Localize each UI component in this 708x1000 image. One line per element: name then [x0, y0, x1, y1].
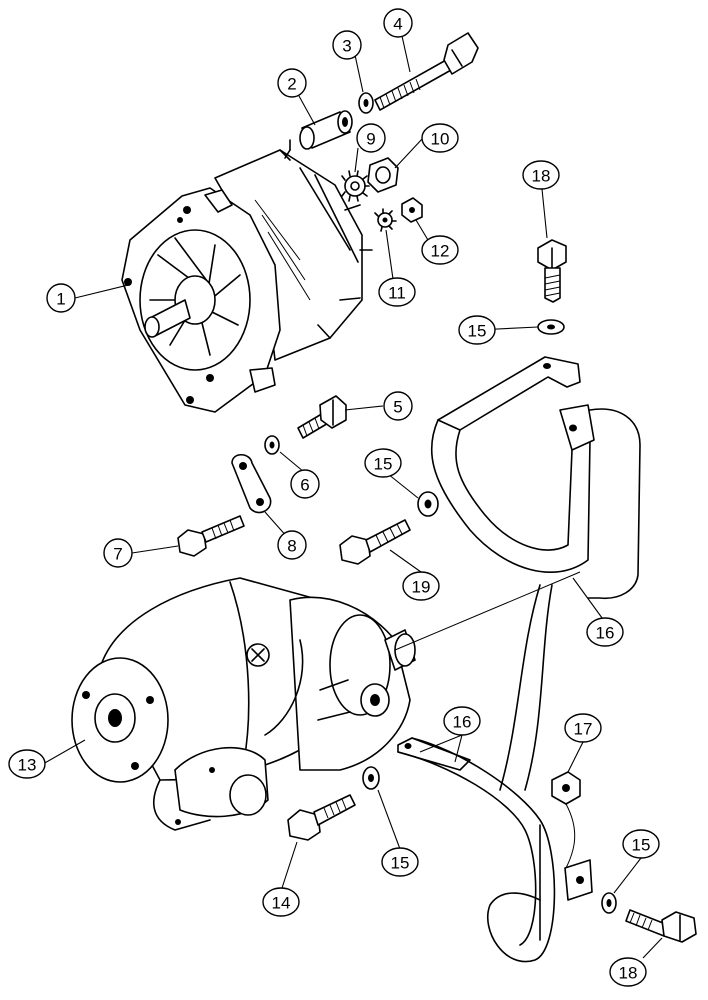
nut-17 [551, 771, 581, 805]
callout-label: 3 [342, 37, 351, 56]
callout-label: 10 [431, 130, 450, 149]
callout-1: 1 [46, 283, 76, 313]
bolt-14 [287, 794, 356, 841]
washer-15-middle [417, 491, 439, 517]
callout-label: 15 [374, 455, 393, 474]
callout-16-upper: 16 [586, 617, 624, 647]
callout-13: 13 [8, 749, 46, 779]
callout-5: 5 [383, 391, 413, 421]
bolt-18-upper [537, 239, 567, 303]
washer-3 [358, 92, 374, 114]
callout-18-lower: 18 [609, 957, 647, 987]
callout-label: 9 [366, 130, 375, 149]
callout-label: 17 [574, 720, 593, 739]
flange-nut-10 [367, 157, 399, 193]
callout-7: 7 [103, 538, 133, 568]
callout-label: 12 [431, 242, 450, 261]
lower-bracket [397, 584, 593, 963]
callout-3: 3 [332, 30, 362, 60]
callout-label: 15 [468, 322, 487, 341]
callout-label: 15 [632, 836, 651, 855]
callout-19: 19 [402, 571, 440, 601]
long-bolt [374, 32, 479, 111]
callout-label: 19 [412, 578, 431, 597]
callout-label: 1 [56, 290, 65, 309]
callout-14: 14 [262, 887, 300, 917]
callout-label: 16 [596, 624, 615, 643]
washer-15-lower-right [601, 892, 617, 914]
callout-label: 14 [272, 894, 291, 913]
bolt-19 [339, 519, 411, 565]
washer-15-upper [537, 319, 565, 335]
link-plate [231, 453, 272, 514]
callout-label: 7 [113, 545, 122, 564]
callout-2: 2 [277, 68, 307, 98]
callout-15-lower-left: 15 [381, 847, 419, 877]
callout-label: 8 [287, 537, 296, 556]
starter-motor [71, 577, 416, 831]
callout-4: 4 [383, 8, 413, 38]
alternator [121, 139, 373, 413]
callout-10: 10 [421, 123, 459, 153]
callout-label: 6 [300, 476, 309, 495]
callout-label: 15 [391, 854, 410, 873]
callout-15-middle: 15 [364, 448, 402, 478]
callout-label: 16 [453, 713, 472, 732]
callout-8: 8 [277, 530, 307, 560]
star-washer-9 [341, 170, 370, 202]
callout-label: 13 [18, 756, 37, 775]
bolt-18-lower [625, 909, 697, 943]
callout-12: 12 [421, 235, 459, 265]
nut-12 [401, 197, 423, 223]
upper-bracket [430, 356, 641, 600]
callout-15-lower-right: 15 [622, 829, 660, 859]
leader-lines [42, 35, 663, 959]
washer-6 [264, 435, 280, 455]
bolt-5 [297, 395, 347, 439]
callout-label: 4 [393, 15, 402, 34]
callout-6: 6 [290, 469, 320, 499]
callout-label: 5 [393, 398, 402, 417]
spacer-sleeve [299, 110, 353, 150]
callout-17: 17 [564, 713, 602, 743]
callout-label: 18 [532, 167, 551, 186]
callout-label: 18 [619, 964, 638, 983]
callout-9: 9 [356, 123, 386, 153]
callout-15-upper: 15 [458, 315, 496, 345]
callout-16-lower: 16 [443, 706, 481, 736]
star-washer-11 [374, 208, 397, 232]
callout-11: 11 [378, 277, 416, 307]
callout-18-upper: 18 [522, 160, 560, 190]
bolt-7 [177, 515, 245, 557]
callout-label: 2 [287, 75, 296, 94]
washer-15-lower-left [362, 766, 380, 790]
callout-label: 11 [388, 284, 406, 303]
